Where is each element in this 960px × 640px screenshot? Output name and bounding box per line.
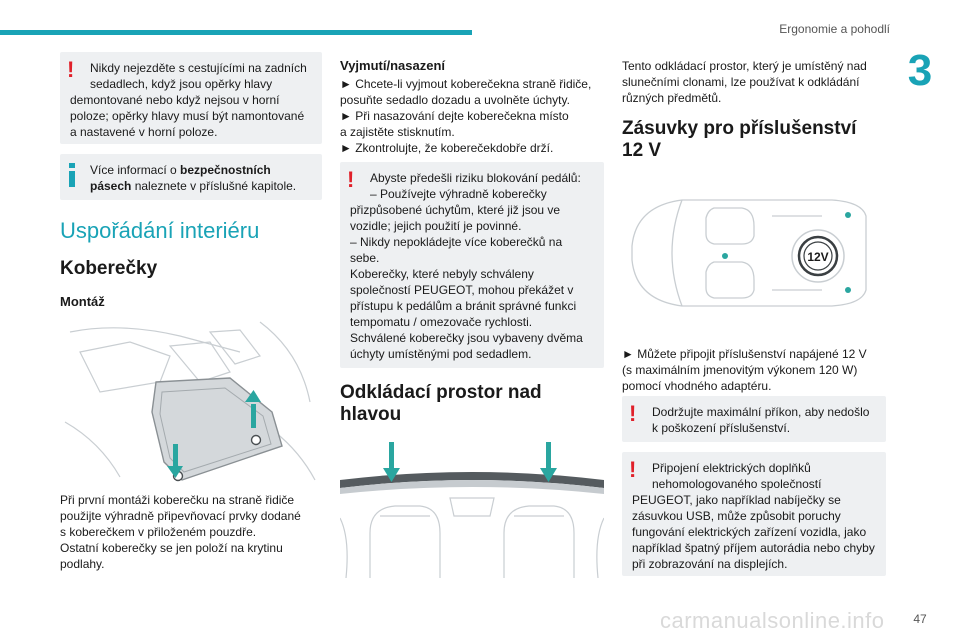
warning-text-line: nehomologovaného společností [652,477,822,491]
warning-text-line: a nastavené v horní poloze. [70,125,218,139]
floor-mat-shape [151,377,283,481]
warning-exclamation-icon: ! [67,57,75,82]
heading-floor-mats: Koberečky [60,258,158,279]
overhead-storage-illustration [340,438,604,578]
info-icon [69,163,75,187]
warning-text-line: sedadlech, když jsou opěrky hlavy [90,77,273,91]
warning-text-line: Schválené koberečky jsou vybaveny dvěma [350,331,583,345]
warning-box-max-power: ! Dodržujte maximální příkon, aby nedošl… [622,396,886,442]
storage-description: Tento odkládací prostor, který je umístě… [622,59,867,105]
warning-text-line: fungování elektrických zařízení vozidla,… [632,525,867,539]
warning-text-line: PEUGEOT, jako například nabíječky se [632,493,841,507]
header-accent-bar [0,30,472,35]
arrow-down-icon [540,442,557,482]
arrow-down-icon [245,390,261,428]
socket-description: ► Můžete připojit příslušenství napájené… [622,347,867,393]
warning-text-line: k poškození příslušenství. [652,421,791,435]
heading-mounting: Montáž [60,294,105,309]
heading-remove-refit: Vyjmutí/nasazení [340,58,445,73]
car-topview-12v-illustration: 12V [622,186,888,320]
warning-text-line: společností PEUGEOT, mohou překážet v [350,283,574,297]
warning-exclamation-icon: ! [629,457,637,482]
warning-text-line: Dodržujte maximální příkon, aby nedošlo [652,405,870,419]
heading-overhead-storage: Odkládací prostor nad hlavou [340,382,542,425]
info-box-seatbelts: Více informací o bezpečnostních pásech n… [60,154,322,200]
arrow-down-icon [167,444,183,478]
socket-label: 12V [807,250,828,264]
warning-text-line: – Používejte výhradně koberečky [370,187,547,201]
arrow-down-icon [383,442,400,482]
warning-text-line: sebe. [350,251,380,265]
warning-box-accessories: ! Připojení elektrických doplňků nehomol… [622,452,886,576]
12v-socket-icon [791,229,845,283]
warning-text-line: úchyty umístěnými pod sedadlem. [350,347,532,361]
watermark: carmanualsonline.info [660,608,885,633]
info-text: Více informací o bezpečnostních pásech n… [90,163,297,193]
warning-text-line: Abyste předešli riziku blokování pedálů: [370,171,581,185]
warning-text-line: Koberečky, které nebyly schváleny [350,267,534,281]
warning-box-headrests: ! Nikdy nejezděte s cestujícími na zadní… [60,52,322,144]
warning-box-pedals: ! Abyste předešli riziku blokování pedál… [340,162,604,368]
warning-text-line: například špatný příjem autorádia nebo c… [632,541,875,555]
socket-location-dot [722,253,728,259]
heading-12v-sockets: Zásuvky pro příslušenství 12 V [622,118,857,161]
socket-location-dot [845,287,851,293]
section-heading-interior: Uspořádání interiéru [60,218,260,243]
remove-refit-steps: ► Chcete-li vyjmout koberečekna straně ř… [340,77,592,155]
socket-location-dot [845,212,851,218]
warning-text-line: přístupu k pedálům a bránit správné funk… [350,299,577,313]
warning-text-line: při zobrazování na displejích. [632,557,788,571]
chapter-number: 3 [907,46,933,95]
warning-text-line: zásuvkou USB, může způsobit poruchy [632,509,841,523]
warning-text-line: Nikdy nejezděte s cestujícími na zadních [90,61,307,75]
floor-mat-illustration [60,312,322,482]
warning-text-line: přizpůsobené úchytům, které již jsou ve [350,203,561,217]
warning-text-line: demontované nebo když nejsou v horní [70,93,280,107]
page-number: 47 [913,612,927,626]
seatbelts-link-text: bezpečnostních pásech [90,163,271,193]
mounting-paragraph: Při první montáži koberečku na straně ři… [60,493,301,571]
warning-exclamation-icon: ! [629,401,637,426]
warning-exclamation-icon: ! [347,167,355,192]
warning-text-line: tempomatu / omezovače rychlosti. [350,315,533,329]
section-title: Ergonomie a pohodlí [779,22,890,36]
warning-text-line: Připojení elektrických doplňků [652,461,811,475]
warning-text-line: vozidle; jejich použití je povinné. [350,219,522,233]
warning-text-line: – Nikdy nepokládejte více koberečků na [350,235,563,249]
warning-text-line: poloze; opěrky hlavy musí být namontovan… [70,109,305,123]
